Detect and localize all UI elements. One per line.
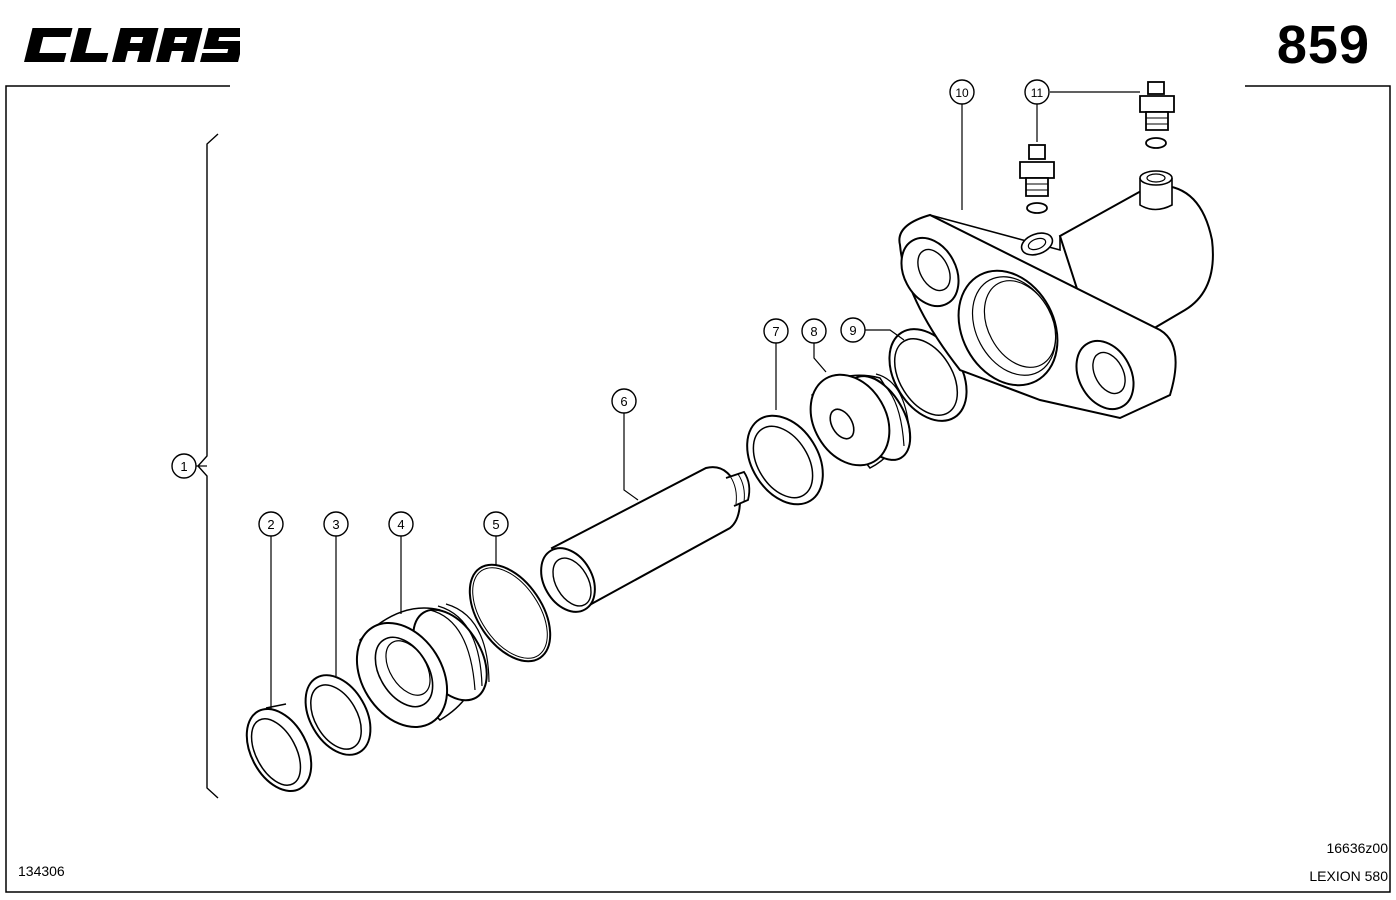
part-7-seal-ring (746, 414, 824, 506)
part-5-o-ring (468, 563, 552, 663)
svg-text:10: 10 (955, 86, 969, 100)
callout-10[interactable]: 10 (949, 79, 975, 105)
callout-1[interactable]: 1 (171, 453, 197, 479)
callout-6[interactable]: 6 (611, 388, 637, 414)
callout-9[interactable]: 9 (840, 317, 866, 343)
part-3-seal-ring (304, 674, 372, 756)
callouts: 1 2 3 4 5 6 7 (171, 79, 1050, 537)
callout-7[interactable]: 7 (763, 318, 789, 344)
part-4-guide-bushing (355, 603, 490, 729)
callout-4[interactable]: 4 (388, 511, 414, 537)
part-11-fitting-left (1019, 144, 1055, 214)
part-10-cylinder-housing (898, 170, 1214, 420)
catalog-id: 134306 (18, 863, 65, 879)
part-11-fitting-right (1139, 81, 1175, 149)
svg-text:7: 7 (772, 324, 779, 339)
drawing-number: 16636z00 (1326, 840, 1388, 856)
callout-11[interactable]: 11 (1024, 79, 1050, 105)
part-2-wiper-ring (245, 703, 313, 793)
frame (5, 85, 1391, 893)
svg-text:3: 3 (332, 517, 339, 532)
model-name: LEXION 580 (1309, 868, 1388, 884)
callout-8[interactable]: 8 (801, 318, 827, 344)
svg-text:4: 4 (397, 517, 404, 532)
leader-lines (196, 91, 1140, 710)
svg-text:9: 9 (849, 323, 856, 338)
svg-text:8: 8 (810, 324, 817, 339)
callout-3[interactable]: 3 (323, 511, 349, 537)
callout-5[interactable]: 5 (483, 511, 509, 537)
callout-2[interactable]: 2 (258, 511, 284, 537)
part-8-piston (809, 373, 912, 469)
svg-text:2: 2 (267, 517, 274, 532)
page-number: 859 (1276, 15, 1370, 75)
part-6-piston-rod (540, 466, 751, 613)
svg-text:5: 5 (492, 517, 499, 532)
svg-text:11: 11 (1031, 86, 1044, 100)
svg-text:6: 6 (620, 394, 627, 409)
claas-logo (24, 28, 240, 62)
svg-text:1: 1 (180, 459, 187, 474)
